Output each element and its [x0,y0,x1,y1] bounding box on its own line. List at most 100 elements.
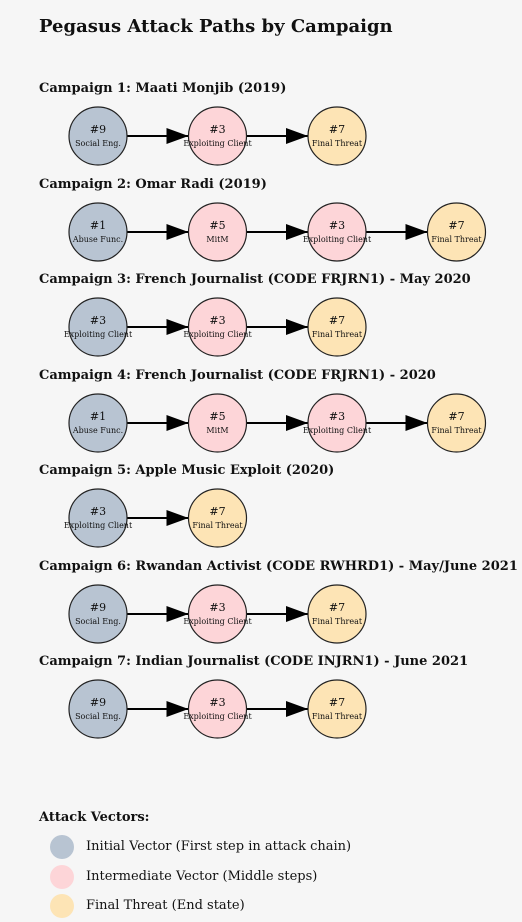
node-id: #3 [90,505,106,518]
campaign-title: Campaign 7: Indian Journalist (CODE INJR… [39,654,469,669]
node-circle [187,488,248,548]
node-label: Final Threat [312,330,363,339]
node-label: Final Threat [192,521,243,530]
node-label: Final Threat [312,139,363,148]
node-label: Exploiting Client [303,426,372,435]
node-circle [187,583,248,644]
node-id: #3 [209,123,225,136]
node-id: #3 [329,410,345,423]
node-label: Exploiting Client [183,617,252,626]
node-id: #5 [209,219,225,232]
campaign-title: Campaign 4: French Journalist (CODE FRJR… [39,367,436,383]
node-circle [187,297,248,357]
legend-title: Attack Vectors: [39,810,150,825]
node-circle [187,679,248,739]
campaign-title: Campaign 6: Rwandan Activist (CODE RWHRD… [39,558,518,574]
node-label: Final Threat [312,712,363,721]
node-id: #1 [90,410,106,423]
node-circle [68,679,128,739]
campaign-title: Campaign 3: French Journalist (CODE FRJR… [39,272,471,287]
node-id: #3 [209,696,225,709]
campaign-title: Campaign 5: Apple Music Exploit (2020) [39,463,335,478]
node-id: #7 [448,410,464,423]
node-label: Final Threat [431,235,482,244]
campaign-title: Campaign 1: Maati Monjib (2019) [39,81,287,96]
node-label: Exploiting Client [64,330,133,339]
node-label: Social Eng. [75,139,121,148]
node-label: Abuse Func. [72,426,123,435]
node-id: #3 [209,314,225,327]
node-label: Exploiting Client [183,712,252,721]
node-circle [68,201,128,262]
node-id: #7 [329,696,345,709]
node-circle [307,583,367,644]
node-label: MitM [206,235,228,244]
node-circle [187,201,248,262]
node-circle [426,392,487,453]
node-label: MitM [206,426,228,435]
legend-label: Intermediate Vector (Middle steps) [86,868,318,884]
node-circle [187,392,248,453]
node-label: Abuse Func. [72,235,123,244]
node-circle [187,106,248,166]
campaign-title: Campaign 2: Omar Radi (2019) [39,176,267,192]
node-id: #5 [209,410,225,423]
node-circle [307,297,367,357]
node-label: Exploiting Client [303,235,372,244]
node-label: Exploiting Client [183,139,252,148]
node-circle [68,583,128,644]
node-label: Social Eng. [75,712,121,721]
node-label: Final Threat [431,426,482,435]
node-circle [307,106,367,166]
node-circle [68,392,128,453]
legend-swatch [50,864,74,889]
node-circle [68,106,128,166]
node-id: #9 [90,123,106,136]
node-id: #7 [448,219,464,232]
node-label: Exploiting Client [64,521,133,530]
node-circle [307,679,367,739]
node-id: #9 [90,601,106,614]
node-id: #3 [329,219,345,232]
node-id: #3 [209,601,225,614]
legend-swatch [50,835,74,859]
node-circle [68,297,128,357]
node-label: Social Eng. [75,617,121,626]
node-id: #7 [209,505,225,518]
legend-label: Final Threat (End state) [86,898,245,913]
node-id: #3 [90,314,106,327]
node-id: #1 [90,219,106,232]
node-circle [426,201,487,262]
node-id: #7 [329,601,345,614]
node-circle [307,201,367,262]
diagram-title: Pegasus Attack Paths by Campaign [39,16,393,37]
node-id: #9 [90,696,106,709]
